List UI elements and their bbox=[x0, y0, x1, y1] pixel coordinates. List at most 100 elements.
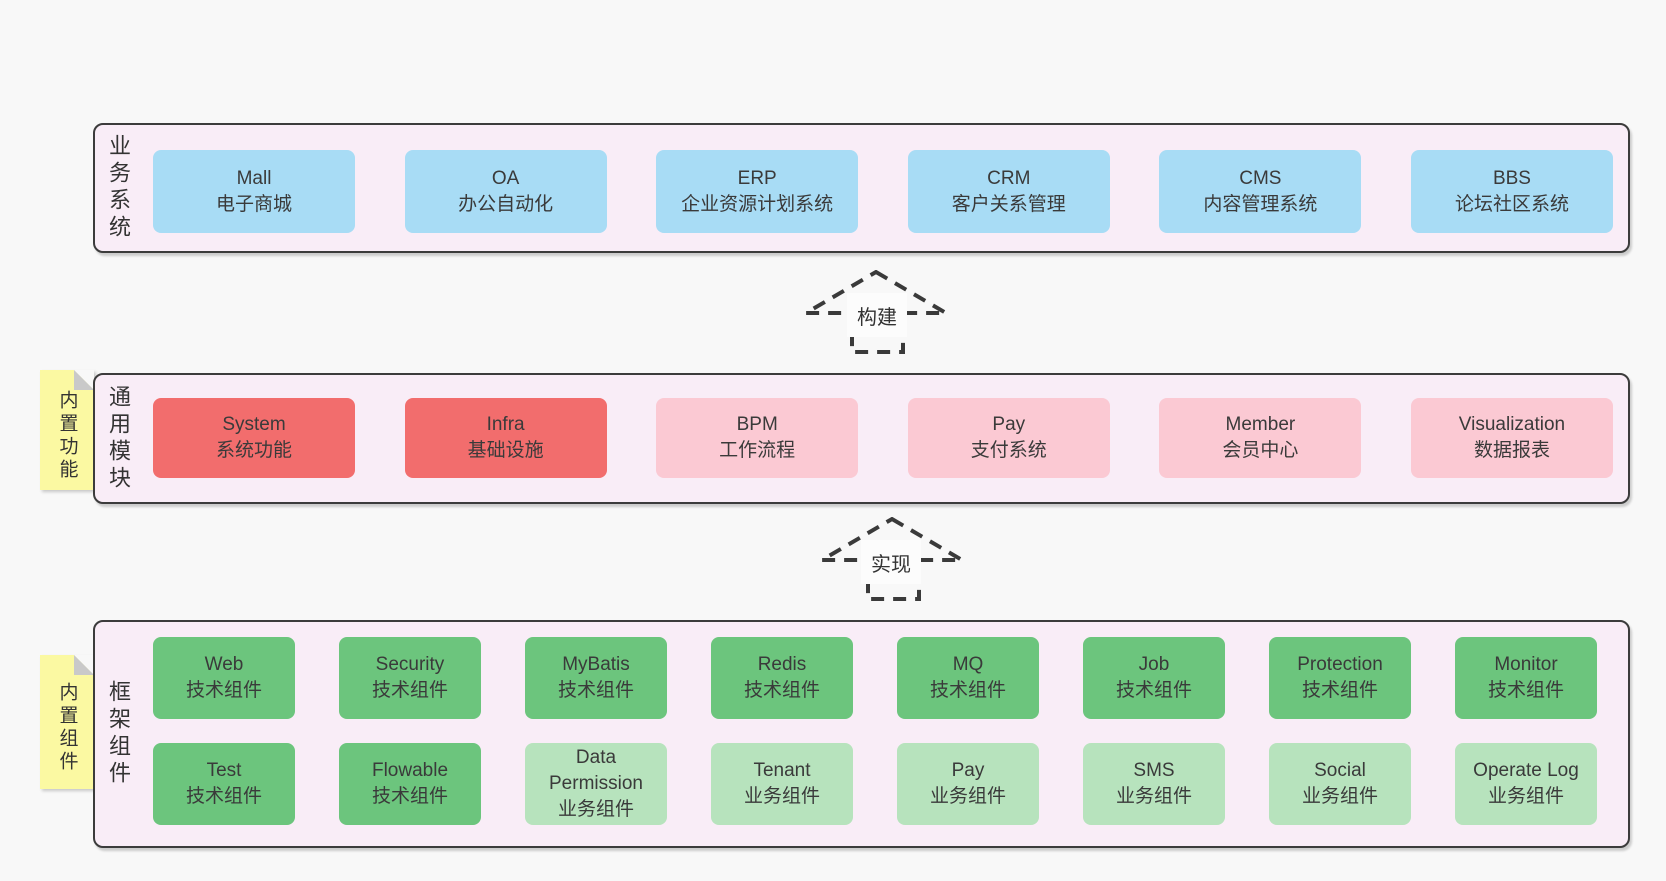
box-subtitle: 论坛社区系统 bbox=[1454, 193, 1569, 215]
box-title: Social bbox=[1314, 760, 1366, 781]
box-title: Member bbox=[1225, 414, 1296, 435]
business-boxes-row: Mall 电子商城 OA 办公自动化 ERP 企业资源计划系统 CRM 客户关系… bbox=[153, 150, 1613, 233]
box-title: Data Permission bbox=[549, 747, 643, 794]
box-subtitle: 技术组件 bbox=[557, 680, 634, 701]
box-subtitle: 技术组件 bbox=[185, 786, 262, 807]
box-title: SMS bbox=[1133, 760, 1175, 781]
box-pay-component: Pay 业务组件 bbox=[897, 743, 1039, 825]
box-data-permission: Data Permission 业务组件 bbox=[525, 743, 667, 825]
box-crm: CRM 客户关系管理 bbox=[907, 150, 1110, 233]
box-subtitle: 技术组件 bbox=[185, 680, 262, 701]
box-subtitle: 技术组件 bbox=[929, 680, 1006, 701]
box-mq: MQ 技术组件 bbox=[897, 637, 1039, 719]
box-protection: Protection 技术组件 bbox=[1269, 637, 1411, 719]
box-subtitle: 业务组件 bbox=[1115, 786, 1192, 807]
sticky-note-text: 内置功能 bbox=[56, 390, 78, 482]
box-subtitle: 技术组件 bbox=[1487, 680, 1564, 701]
box-title: CMS bbox=[1239, 167, 1282, 189]
box-title: Monitor bbox=[1494, 654, 1558, 675]
box-subtitle: 技术组件 bbox=[371, 680, 448, 701]
box-title: Redis bbox=[757, 654, 807, 675]
box-title: Protection bbox=[1297, 654, 1383, 675]
box-title: Security bbox=[375, 654, 445, 675]
box-social: Social 业务组件 bbox=[1269, 743, 1411, 825]
box-subtitle: 支付系统 bbox=[970, 440, 1047, 461]
box-monitor: Monitor 技术组件 bbox=[1455, 637, 1597, 719]
box-subtitle: 办公自动化 bbox=[458, 193, 554, 215]
box-title: BPM bbox=[736, 414, 778, 435]
box-subtitle: 客户关系管理 bbox=[951, 193, 1066, 215]
layer-side-label: 业务系统 bbox=[106, 134, 131, 242]
box-subtitle: 技术组件 bbox=[1301, 680, 1378, 701]
box-title: Pay bbox=[951, 760, 985, 781]
box-subtitle: 业务组件 bbox=[929, 786, 1006, 807]
box-title: ERP bbox=[737, 167, 777, 189]
box-title: Pay bbox=[992, 414, 1026, 435]
box-title: Operate Log bbox=[1473, 760, 1579, 781]
box-job: Job 技术组件 bbox=[1083, 637, 1225, 719]
box-title: Web bbox=[204, 654, 244, 675]
box-subtitle: 数据报表 bbox=[1473, 440, 1550, 461]
box-sms: SMS 业务组件 bbox=[1083, 743, 1225, 825]
box-title: Job bbox=[1138, 654, 1170, 675]
layer-side-label: 框架组件 bbox=[106, 680, 131, 788]
box-test: Test 技术组件 bbox=[153, 743, 295, 825]
box-subtitle: 业务组件 bbox=[743, 786, 820, 807]
modules-boxes-row: System 系统功能 Infra 基础设施 BPM 工作流程 Pay 支付系统… bbox=[153, 398, 1613, 478]
up-arrow-implement-icon bbox=[820, 517, 964, 601]
box-subtitle: 企业资源计划系统 bbox=[681, 193, 834, 215]
box-tenant: Tenant 业务组件 bbox=[711, 743, 853, 825]
box-erp: ERP 企业资源计划系统 bbox=[656, 150, 859, 233]
box-redis: Redis 技术组件 bbox=[711, 637, 853, 719]
box-subtitle: 技术组件 bbox=[371, 786, 448, 807]
box-subtitle: 技术组件 bbox=[743, 680, 820, 701]
box-visualization: Visualization 数据报表 bbox=[1410, 398, 1613, 478]
sticky-note-built-in-components: 内置组件 bbox=[40, 655, 94, 789]
arrow-label-implement: 实现 bbox=[861, 540, 921, 584]
box-flowable: Flowable 技术组件 bbox=[339, 743, 481, 825]
box-subtitle: 业务组件 bbox=[557, 799, 634, 820]
up-arrow-build-icon bbox=[804, 270, 948, 354]
box-subtitle: 工作流程 bbox=[719, 440, 796, 461]
box-title: CRM bbox=[987, 167, 1031, 189]
box-subtitle: 业务组件 bbox=[1301, 786, 1378, 807]
box-mall: Mall 电子商城 bbox=[153, 150, 355, 233]
box-system: System 系统功能 bbox=[153, 398, 355, 478]
layer-panel-common-modules: 通用模块 System 系统功能 Infra 基础设施 BPM 工作流程 Pay… bbox=[93, 373, 1630, 504]
box-web: Web 技术组件 bbox=[153, 637, 295, 719]
sticky-note-built-in-features: 内置功能 bbox=[40, 370, 94, 490]
box-bpm: BPM 工作流程 bbox=[656, 398, 859, 478]
box-title: System bbox=[222, 414, 286, 435]
box-subtitle: 业务组件 bbox=[1487, 786, 1564, 807]
components-boxes-row-2: Test 技术组件 Flowable 技术组件 Data Permission … bbox=[153, 743, 1597, 825]
box-infra: Infra 基础设施 bbox=[404, 398, 607, 478]
arrow-label-build: 构建 bbox=[847, 293, 907, 337]
box-subtitle: 内容管理系统 bbox=[1203, 193, 1318, 215]
box-subtitle: 系统功能 bbox=[215, 440, 292, 461]
layer-panel-framework-components: 框架组件 Web 技术组件 Security 技术组件 MyBatis 技术组件… bbox=[93, 620, 1630, 848]
box-bbs: BBS 论坛社区系统 bbox=[1410, 150, 1613, 233]
box-title: Mall bbox=[236, 167, 272, 189]
box-title: Visualization bbox=[1458, 414, 1566, 435]
box-oa: OA 办公自动化 bbox=[404, 150, 607, 233]
components-boxes-row-1: Web 技术组件 Security 技术组件 MyBatis 技术组件 Redi… bbox=[153, 637, 1597, 719]
sticky-note-text: 内置组件 bbox=[56, 682, 78, 774]
box-title: MQ bbox=[952, 654, 984, 675]
box-mybatis: MyBatis 技术组件 bbox=[525, 637, 667, 719]
layer-side-label: 通用模块 bbox=[106, 384, 131, 493]
layer-panel-business-systems: 业务系统 Mall 电子商城 OA 办公自动化 ERP 企业资源计划系统 CRM… bbox=[93, 123, 1630, 253]
box-title: Test bbox=[206, 760, 242, 781]
box-operate-log: Operate Log 业务组件 bbox=[1455, 743, 1597, 825]
box-subtitle: 基础设施 bbox=[467, 440, 544, 461]
box-subtitle: 会员中心 bbox=[1222, 440, 1299, 461]
box-title: Infra bbox=[486, 414, 525, 435]
box-title: Flowable bbox=[371, 760, 449, 781]
box-title: MyBatis bbox=[562, 654, 630, 675]
box-title: OA bbox=[491, 167, 520, 189]
box-title: Tenant bbox=[753, 760, 811, 781]
box-subtitle: 技术组件 bbox=[1115, 680, 1192, 701]
box-subtitle: 电子商城 bbox=[215, 193, 292, 215]
box-pay: Pay 支付系统 bbox=[907, 398, 1110, 478]
box-title: BBS bbox=[1492, 167, 1531, 189]
box-security: Security 技术组件 bbox=[339, 637, 481, 719]
